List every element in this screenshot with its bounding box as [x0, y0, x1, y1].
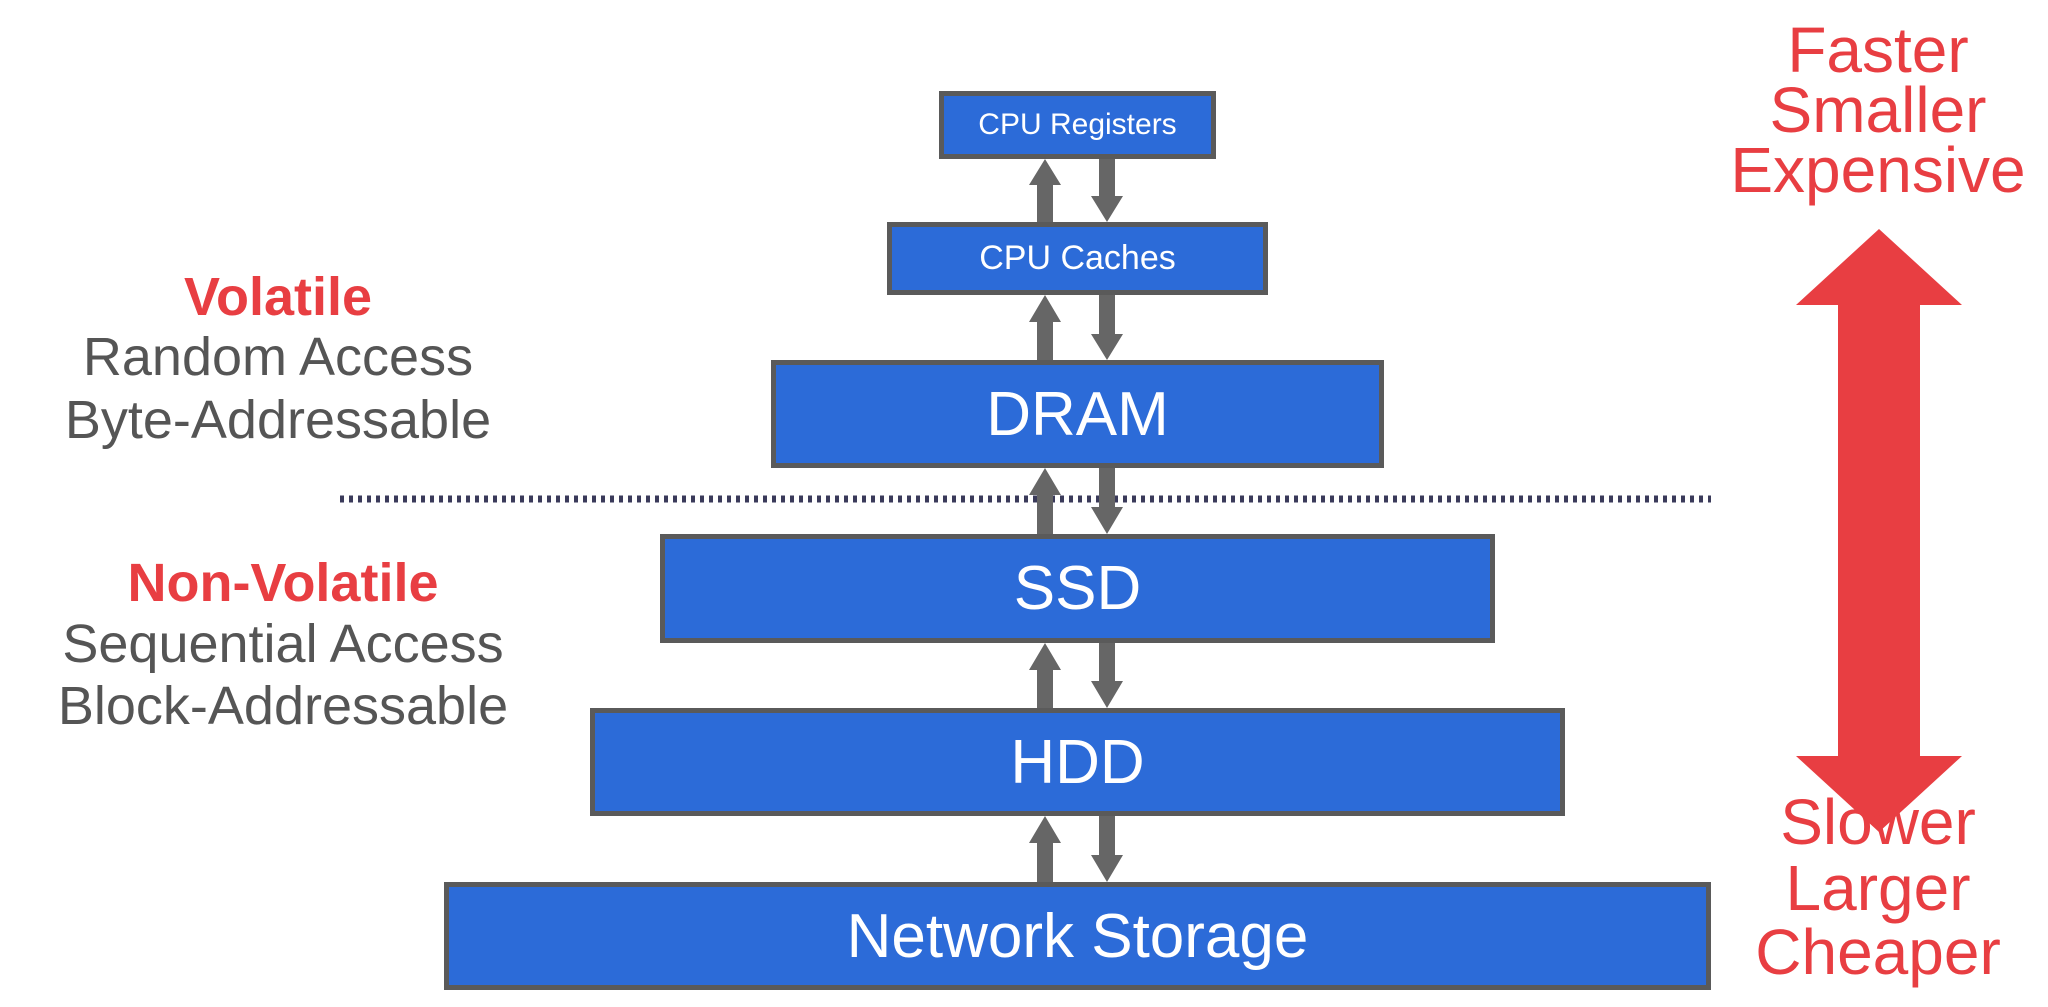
transfer-arrows	[1029, 159, 1123, 882]
level-label: CPU Registers	[978, 108, 1177, 141]
volatile-line1: Random Access	[82, 327, 474, 387]
label-expensive: Expensive	[1730, 134, 2026, 206]
volatile-title: Volatile	[183, 267, 373, 327]
non-volatile-line1: Sequential Access	[62, 614, 504, 674]
level-ssd: SSD	[660, 534, 1495, 643]
level-label: Network Storage	[846, 901, 1309, 971]
label-smaller: Smaller	[1769, 74, 1987, 146]
non-volatile-line2: Block-Addressable	[57, 676, 509, 736]
level-network-storage: Network Storage	[444, 882, 1711, 990]
label-larger: Larger	[1785, 852, 1971, 924]
level-dram: DRAM	[771, 360, 1384, 468]
non-volatile-title: Non-Volatile	[127, 553, 439, 613]
level-label: CPU Caches	[979, 239, 1176, 277]
arrow-pair-caches-dram	[1029, 295, 1123, 360]
level-cpu-registers: CPU Registers	[939, 91, 1216, 159]
arrow-pair-registers-caches	[1029, 159, 1123, 222]
level-cpu-caches: CPU Caches	[887, 222, 1268, 295]
label-cheaper: Cheaper	[1755, 916, 2001, 988]
label-slower: Slower	[1780, 786, 1976, 858]
arrow-pair-hdd-network	[1029, 816, 1123, 882]
level-label: DRAM	[986, 379, 1169, 449]
arrow-pair-dram-ssd	[1029, 468, 1123, 534]
label-faster: Faster	[1787, 14, 1969, 86]
level-hdd: HDD	[590, 708, 1565, 816]
level-label: HDD	[1010, 727, 1145, 797]
arrow-pair-ssd-hdd	[1029, 643, 1123, 708]
double-arrow-icon	[1796, 229, 1962, 832]
level-label: SSD	[1013, 554, 1142, 623]
volatile-line2: Byte-Addressable	[64, 390, 492, 450]
